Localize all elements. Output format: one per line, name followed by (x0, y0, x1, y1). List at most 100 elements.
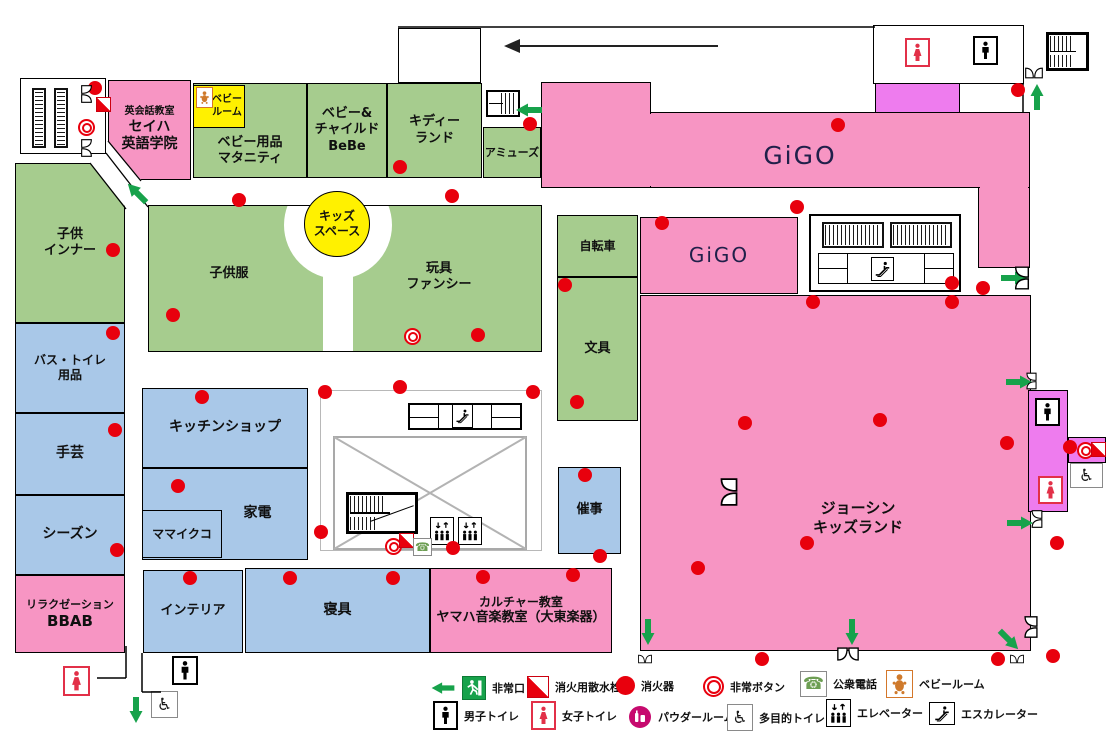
escalator-icon (452, 404, 473, 428)
fire-extinguisher-dot (318, 385, 332, 399)
fire-extinguisher-dot (195, 390, 209, 404)
room-label-gangu: 玩具 ファンシー (406, 261, 472, 293)
room-shingu: 寝具 (245, 568, 430, 653)
men-toilet-icon (433, 701, 458, 730)
fire-extinguisher-dot (976, 281, 990, 295)
fire-hydrant-icon (399, 533, 414, 548)
fire-extinguisher-dot (110, 543, 124, 557)
fire-extinguisher-dot (393, 160, 407, 174)
room-label: アミューズ (484, 145, 540, 159)
fire-extinguisher-dot (558, 278, 572, 292)
room-bath-toilet-goods: バス・トイレ 用品 (15, 323, 125, 413)
fire-extinguisher-dot (108, 423, 122, 437)
powder-room-area (875, 83, 960, 113)
fire-extinguisher-dot (593, 549, 607, 563)
escalator-icon (929, 702, 955, 725)
room-label: セイハ 英語学院 (121, 118, 178, 153)
elevator-icon (458, 517, 482, 545)
legend-label: 消火用散水栓 (555, 681, 621, 694)
legend-label: 消火器 (641, 679, 674, 693)
legend-item-baby-room: ベビールーム (886, 670, 985, 698)
fire-extinguisher-dot (183, 571, 197, 585)
legend-item-phone: ☎ 公衆電話 (800, 671, 877, 697)
stairs-icon (1046, 32, 1089, 71)
fire-extinguisher-dot (446, 541, 460, 555)
fire-extinguisher-dot (790, 200, 804, 214)
fire-extinguisher-dot (1011, 83, 1025, 97)
fire-extinguisher-dot (800, 536, 814, 550)
women-toilet-icon (1038, 476, 1063, 504)
emergency-button-icon (404, 328, 421, 345)
men-toilet-icon (973, 36, 998, 65)
legend-item-firehose: 消火用散水栓 (527, 676, 621, 698)
room-kodomo-inner: 子供 インナー (15, 163, 125, 323)
fire-extinguisher-dot (471, 328, 485, 342)
room-kitchen-shop: キッチンショップ (142, 388, 308, 468)
door-icon (1028, 510, 1046, 528)
fire-extinguisher-dot (578, 468, 592, 482)
room-label: 自転車 (579, 238, 616, 253)
restroom-block (873, 25, 1024, 84)
room-label: ジョーシン キッズランド (812, 499, 903, 536)
door-icon (79, 139, 94, 157)
escalator-landing (818, 253, 954, 284)
legend-label: 男子トイレ (464, 709, 519, 723)
fire-extinguisher-dot (991, 652, 1005, 666)
exit-arrow-icon (1005, 374, 1033, 390)
fire-extinguisher-dot (445, 189, 459, 203)
room-mamaikuko: ママイクコ (142, 510, 222, 558)
emergency-button-icon (78, 119, 95, 136)
room-season: シーズン (15, 495, 125, 575)
room-label: バス・トイレ 用品 (33, 353, 106, 382)
escalator-icon (890, 222, 952, 248)
door-icon (1013, 266, 1031, 290)
baby-room-icon (886, 670, 913, 698)
door-icon (716, 478, 742, 506)
door-icon (1010, 650, 1024, 668)
room-label: キディー ランド (408, 114, 461, 146)
fire-extinguisher-dot (232, 193, 246, 207)
fire-extinguisher-dot (171, 479, 185, 493)
room-label: 家電 (243, 505, 272, 522)
door-icon (1025, 371, 1038, 391)
women-toilet-icon (63, 666, 90, 696)
legend-item-elevator: エレベーター (826, 699, 923, 727)
fire-extinguisher-dot (1000, 436, 1014, 450)
room-label: 英会話教室 (124, 106, 175, 118)
legend-label: エレベーター (857, 707, 923, 720)
baby-room-icon (196, 87, 213, 108)
fire-extinguisher-dot (314, 525, 328, 539)
fire-extinguisher-dot (1063, 440, 1077, 454)
fire-extinguisher-dot (831, 118, 845, 132)
room-label: シーズン (42, 526, 98, 543)
legend-label: 女子トイレ (562, 709, 617, 723)
room-joshin-kids-land: ジョーシン キッズランド (640, 295, 1031, 651)
room-label: 催事 (576, 502, 603, 518)
escalator-icon (54, 88, 68, 148)
escalator-icon (871, 257, 894, 281)
phone-icon: ☎ (802, 674, 825, 694)
fire-extinguisher-dot (691, 561, 705, 575)
exit-arrow-icon (515, 102, 543, 118)
legend-item-escalator: エスカレーター (929, 702, 1038, 725)
room-label-kodomofuku: 子供服 (209, 266, 249, 281)
exit-arrow-icon (430, 681, 456, 695)
room-label: 寝具 (323, 601, 352, 618)
room-interior: インテリア (143, 570, 243, 653)
legend-item-emergency-button: 非常ボタン (703, 676, 785, 697)
fire-extinguisher-dot (570, 395, 584, 409)
fire-extinguisher-dot (1046, 649, 1060, 663)
fire-extinguisher-dot (655, 216, 669, 230)
public-phone-icon: ☎ (413, 538, 432, 556)
room-gigo-main (541, 82, 651, 188)
legend-item-men-toilet: 男子トイレ (433, 701, 519, 730)
escalator-icon (822, 222, 884, 248)
room-bebe: ベビー& チャイルド BeBe (307, 83, 387, 178)
fire-extinguisher-icon (616, 676, 635, 695)
fire-extinguisher-dot (738, 416, 752, 430)
room-jitensha: 自転車 (557, 215, 638, 277)
men-toilet-icon (1035, 398, 1060, 426)
wheelchair-glyph: ♿ (1078, 465, 1095, 486)
room-label: ヤマハ音楽教室（大東楽器） (436, 609, 606, 625)
legend-label: 非常口 (492, 682, 525, 695)
